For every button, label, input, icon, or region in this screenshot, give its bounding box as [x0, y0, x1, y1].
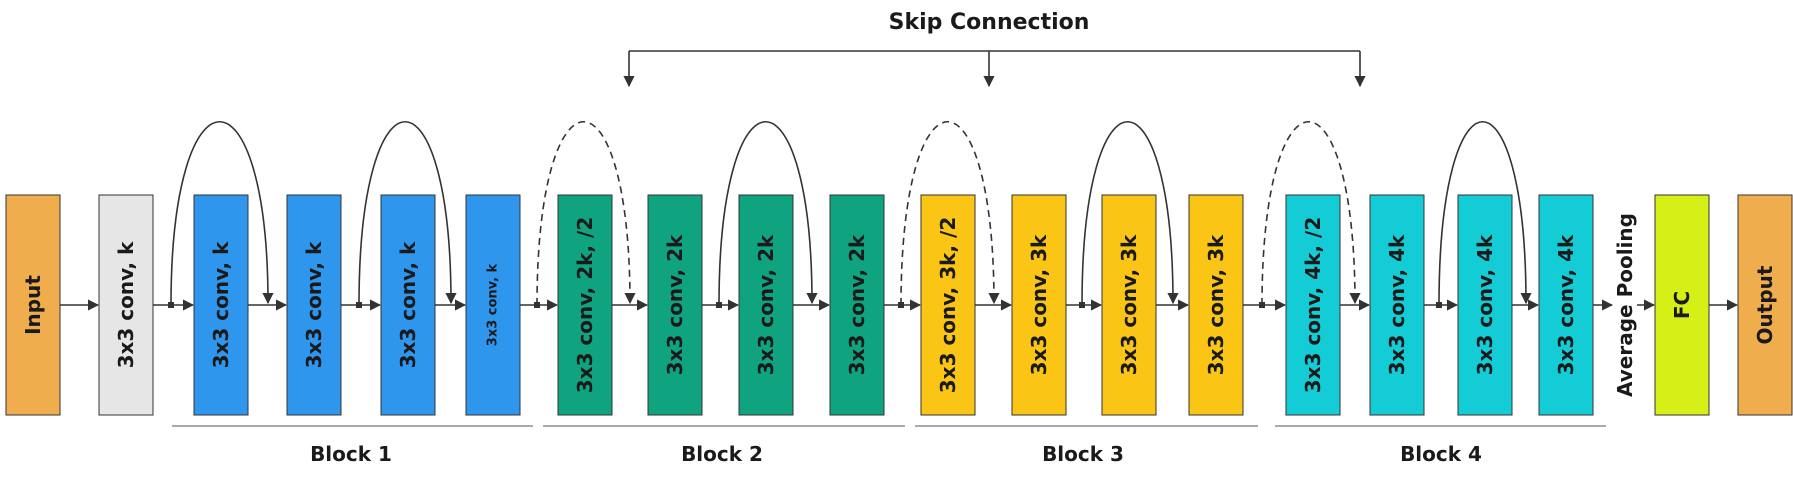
- node-b1c1-label: 3x3 conv, k: [209, 241, 233, 368]
- node-b1c3-label: 3x3 conv, k: [396, 241, 420, 368]
- node-b2c2: 3x3 conv, 2k: [647, 194, 703, 416]
- node-conv0-label: 3x3 conv, k: [114, 241, 138, 368]
- skip-arc-b4c2-to-b4c4: [1438, 120, 1532, 306]
- node-b1c4-box: [465, 194, 521, 416]
- skip-arc-b1c4-to-b2c2: [536, 121, 636, 306]
- node-input-label: Input: [21, 275, 45, 335]
- node-b2c3-box: [738, 194, 794, 416]
- node-b4c4-box: [1538, 194, 1594, 416]
- node-conv0-box: [98, 194, 154, 416]
- node-b4c2-label: 3x3 conv, 4k: [1385, 234, 1409, 375]
- skip-arc-b3c4-to-b4c2: [1261, 121, 1361, 306]
- node-output-box: [1737, 194, 1793, 416]
- block-brackets: Block 1 Block 2 Block 3 Block 4: [172, 425, 1606, 466]
- node-b2c1-label: 3x3 conv, 2k, /2: [573, 217, 597, 394]
- node-input-box: [5, 194, 61, 416]
- node-b3c1-label: 3x3 conv, 3k, /2: [936, 217, 960, 394]
- skip-arc-b1c2-to-b1c4: [358, 121, 457, 306]
- node-b2c4-box: [829, 194, 885, 416]
- node-b3c4-label: 3x3 conv, 3k: [1204, 234, 1228, 375]
- node-b2c1-box: [557, 194, 613, 416]
- node-b1c4-label: 3x3 conv, k: [486, 263, 501, 346]
- block-1-label: Block 1: [310, 442, 392, 466]
- node-b4c4: 3x3 conv, 4k: [1538, 194, 1594, 416]
- skip-arc-b2c4-to-b3c2: [900, 121, 1000, 306]
- skip-arc-b2c2-to-b2c4: [718, 121, 818, 306]
- node-input: Input: [5, 194, 61, 416]
- node-b1c2-box: [286, 194, 342, 416]
- node-b1c4: 3x3 conv, k: [465, 194, 521, 416]
- node-b4c1-label: 3x3 conv, 4k, /2: [1301, 217, 1325, 394]
- node-b1c2: 3x3 conv, k: [286, 194, 342, 416]
- node-b3c4-box: [1188, 194, 1244, 416]
- node-b1c3-box: [380, 194, 436, 416]
- node-b2c3-label: 3x3 conv, 2k: [754, 234, 778, 375]
- node-pool: Average Pooling: [1613, 213, 1637, 397]
- node-b3c1: 3x3 conv, 3k, /2: [920, 194, 976, 416]
- node-b2c3: 3x3 conv, 2k: [738, 194, 794, 416]
- node-output: Output: [1737, 194, 1793, 416]
- node-b2c1: 3x3 conv, 2k, /2: [557, 194, 613, 416]
- node-conv0: 3x3 conv, k: [98, 194, 154, 416]
- node-b4c3-box: [1457, 194, 1513, 416]
- node-b4c3-label: 3x3 conv, 4k: [1473, 234, 1497, 375]
- node-b4c4-label: 3x3 conv, 4k: [1554, 234, 1578, 375]
- node-fc-label: FC: [1670, 291, 1694, 319]
- skip-connection-bus: [623, 50, 1366, 88]
- block-4-label: Block 4: [1400, 442, 1482, 466]
- node-b4c2-box: [1369, 194, 1425, 416]
- node-b3c1-box: [920, 194, 976, 416]
- node-b3c2-label: 3x3 conv, 3k: [1027, 234, 1051, 375]
- node-b2c2-label: 3x3 conv, 2k: [663, 234, 687, 375]
- node-b2c4: 3x3 conv, 2k: [829, 194, 885, 416]
- node-b4c2: 3x3 conv, 4k: [1369, 194, 1425, 416]
- block-3-label: Block 3: [1042, 442, 1124, 466]
- node-b2c4-label: 3x3 conv, 2k: [845, 234, 869, 375]
- node-b4c3: 3x3 conv, 4k: [1457, 194, 1513, 416]
- node-b1c3: 3x3 conv, k: [380, 194, 436, 416]
- node-b1c2-label: 3x3 conv, k: [302, 241, 326, 368]
- node-b1c1-box: [193, 194, 249, 416]
- node-fc-box: [1654, 194, 1710, 416]
- node-b4c1-box: [1285, 194, 1341, 416]
- node-b3c3-label: 3x3 conv, 3k: [1117, 234, 1141, 375]
- node-pool-label: Average Pooling: [1613, 213, 1637, 397]
- node-output-label: Output: [1753, 265, 1777, 344]
- node-b3c3: 3x3 conv, 3k: [1101, 194, 1157, 416]
- skip-arc-conv0-to-b1c2: [170, 121, 274, 306]
- node-b3c4: 3x3 conv, 3k: [1188, 194, 1244, 416]
- node-fc: FC: [1654, 194, 1710, 416]
- node-b3c3-box: [1101, 194, 1157, 416]
- node-b3c2: 3x3 conv, 3k: [1011, 194, 1067, 416]
- node-b1c1: 3x3 conv, k: [193, 194, 249, 416]
- node-b3c2-box: [1011, 194, 1067, 416]
- diagram-title: Skip Connection: [889, 10, 1090, 35]
- skip-arc-b3c2-to-b3c4: [1081, 121, 1179, 306]
- block-2-label: Block 2: [681, 442, 763, 466]
- node-b4c1: 3x3 conv, 4k, /2: [1285, 194, 1341, 416]
- node-b2c2-box: [647, 194, 703, 416]
